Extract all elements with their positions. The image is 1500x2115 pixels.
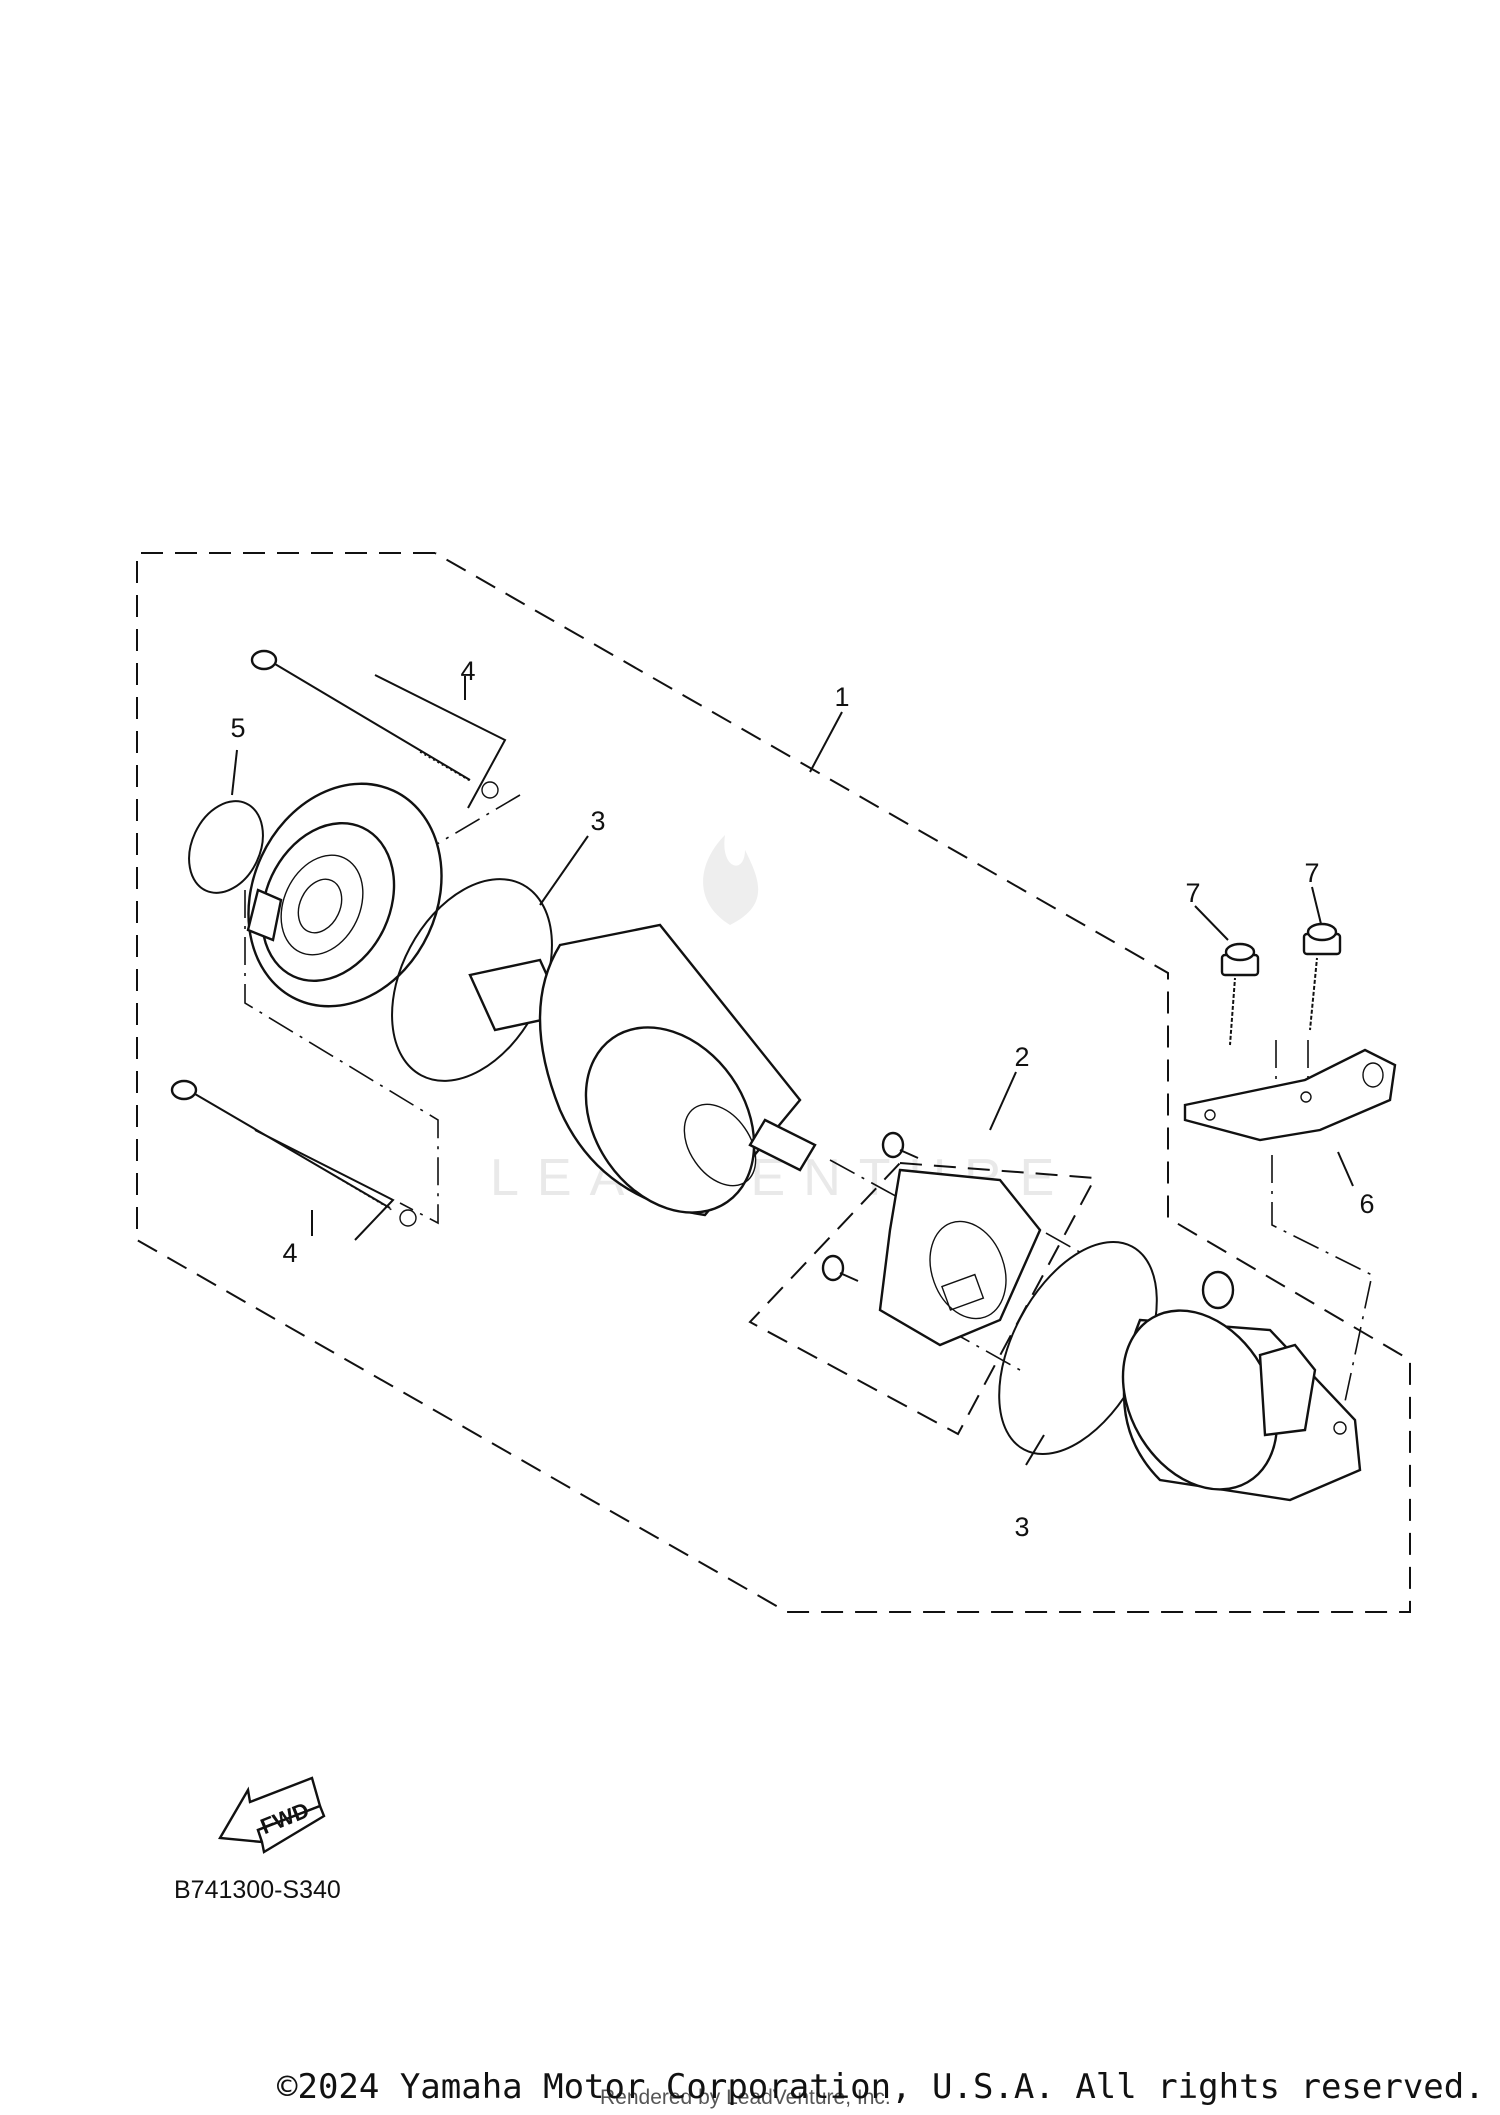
small-o-ring (188, 800, 264, 894)
callout-1: 1 (834, 682, 849, 712)
kit-boundary-dashed (136, 552, 1411, 1613)
callouts: 1 2 3 3 4 4 5 6 7 7 (230, 656, 1374, 1542)
callout-2: 2 (1014, 1042, 1029, 1072)
brush-holder (878, 1168, 1042, 1347)
brush-holder-boundary-dashed (748, 1161, 1097, 1436)
rendered-by-text: Rendered by LeadVenture, Inc. (600, 2086, 891, 2109)
armature-yoke (468, 923, 817, 1217)
brush-holder-screws (821, 1131, 919, 1282)
flange-bolt-right (1302, 922, 1342, 1031)
callout-3-upper: 3 (590, 806, 605, 836)
leader-lines (231, 674, 1354, 1466)
front-cover (246, 782, 443, 1008)
flange-bolt-left (1220, 942, 1260, 1046)
callout-7-right: 7 (1304, 858, 1319, 888)
callout-3-lower: 3 (1014, 1512, 1029, 1542)
through-bolt-lower (170, 1079, 417, 1227)
rear-housing (1121, 1270, 1362, 1502)
diagram-code: B741300-S340 (174, 1876, 341, 1904)
mount-bracket (1183, 1048, 1397, 1142)
fwd-arrow-icon: FWD (218, 1776, 326, 1854)
callout-4-upper: 4 (460, 656, 475, 686)
callout-7-left: 7 (1185, 878, 1200, 908)
copyright-text: ©2024 Yamaha Motor Corporation, U.S.A. A… (277, 2067, 1485, 2107)
callout-4-lower: 4 (282, 1238, 297, 1268)
flame-logo-icon (703, 835, 759, 925)
callout-6: 6 (1359, 1189, 1374, 1219)
callout-5: 5 (230, 713, 245, 743)
through-bolt-upper (250, 649, 499, 799)
